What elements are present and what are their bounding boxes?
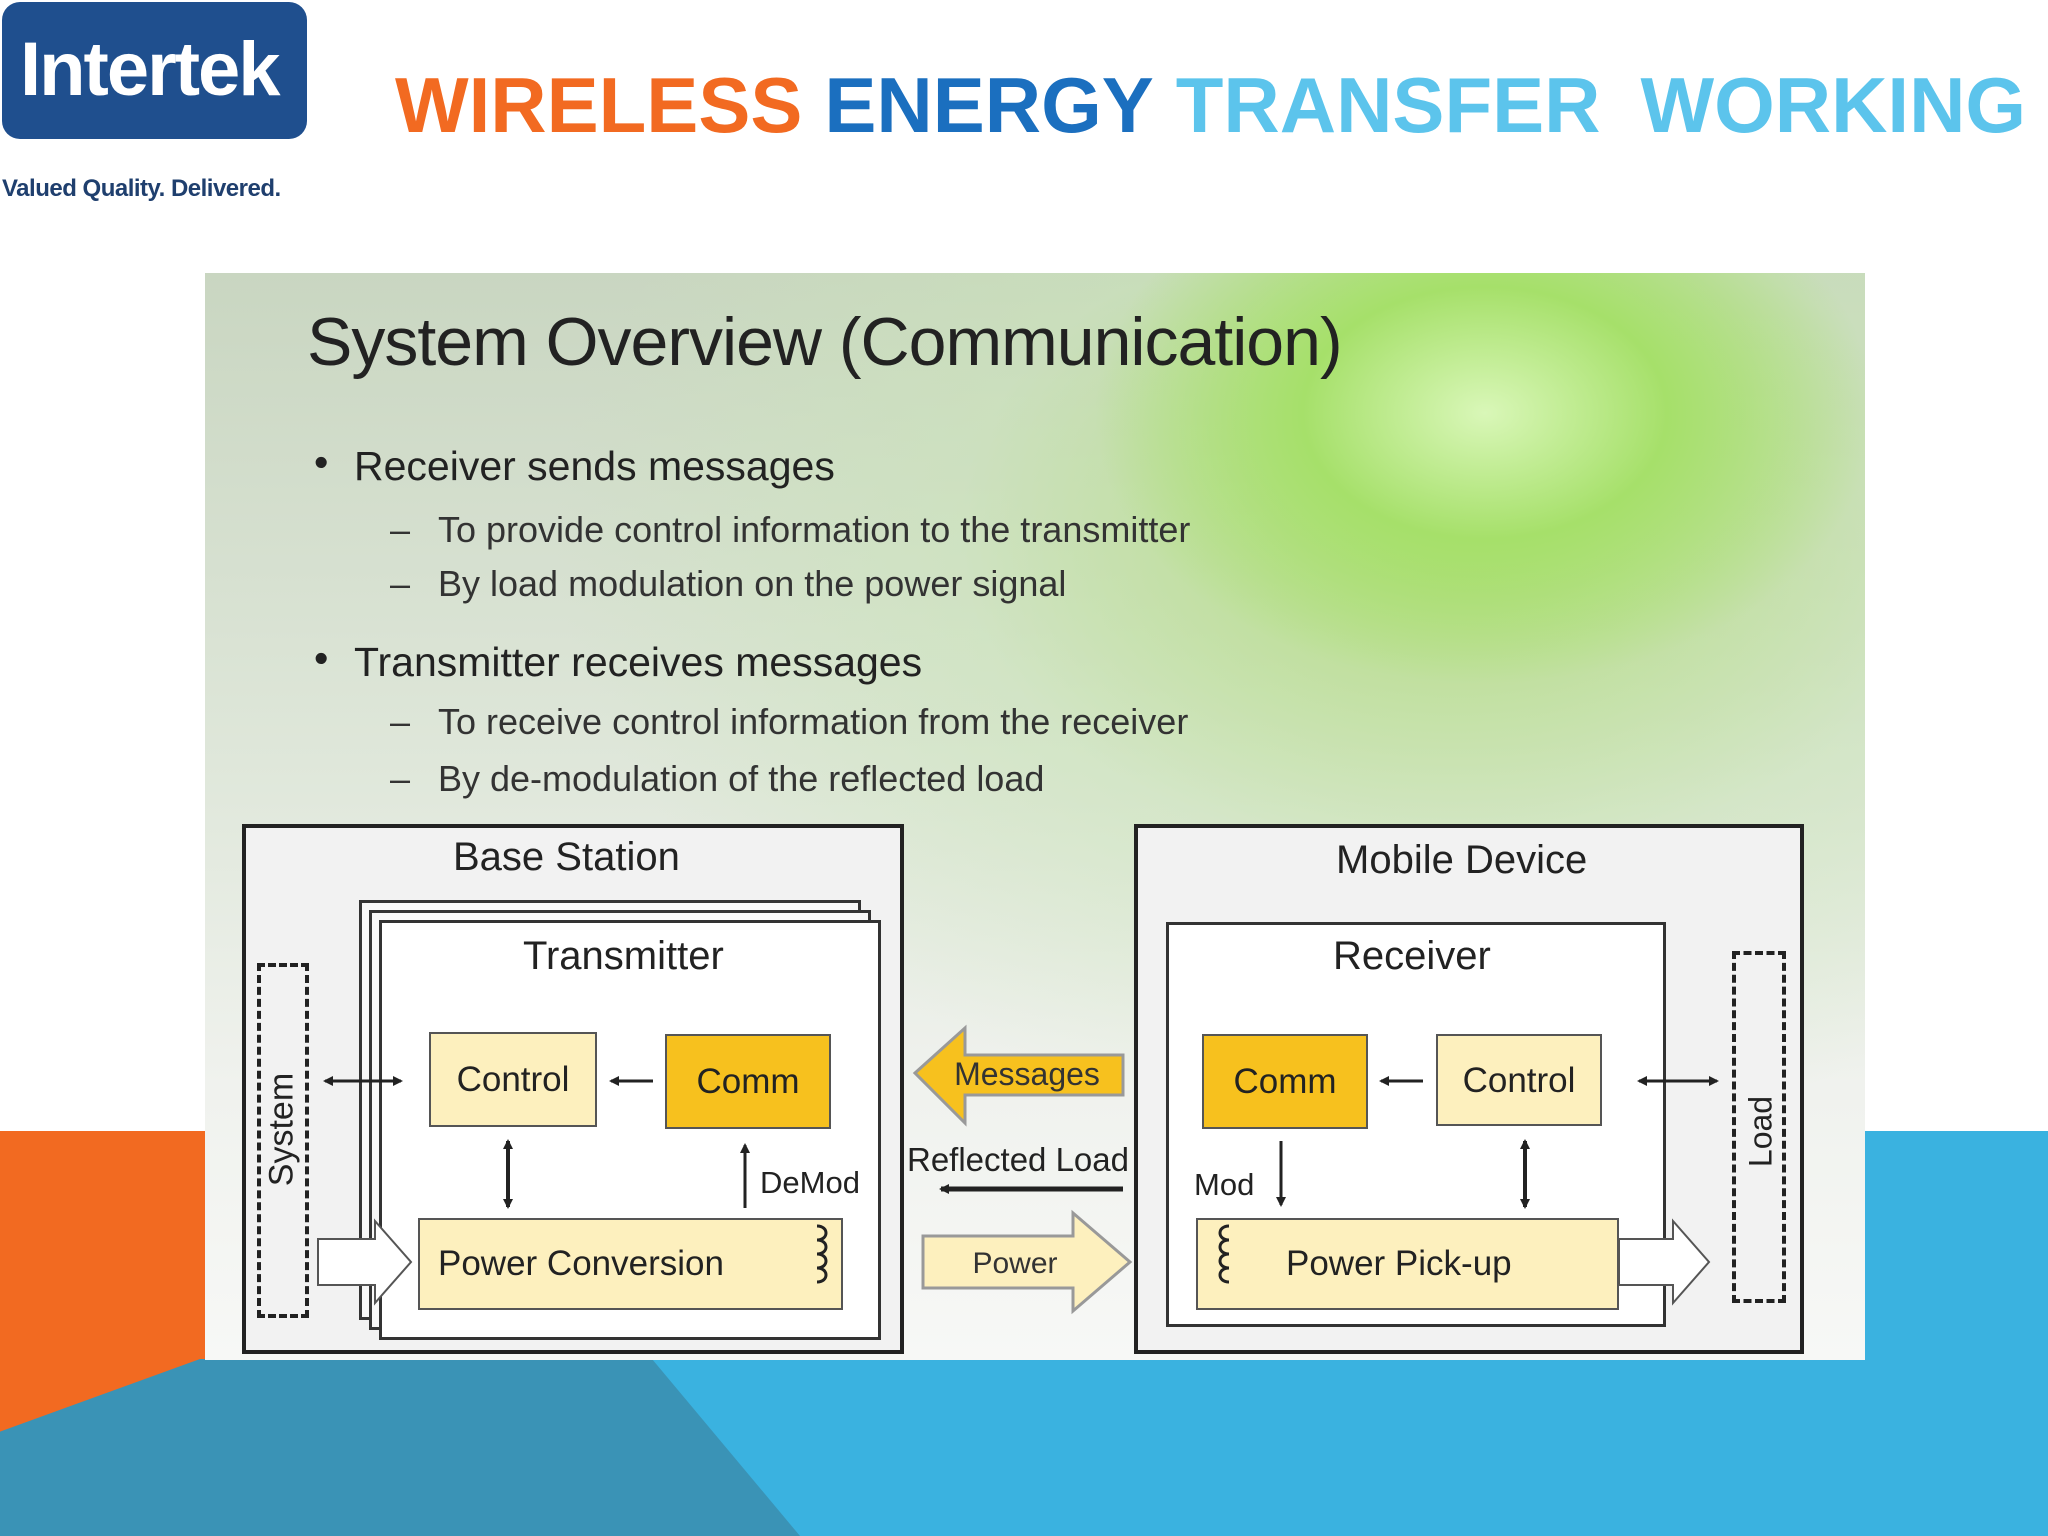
bullet-transmitter: • Transmitter receives messages xyxy=(314,635,923,686)
receiver-label: Receiver xyxy=(1333,934,1491,978)
intertek-logo: Intertek xyxy=(2,2,307,139)
power-out-load-arrow xyxy=(1618,1218,1711,1306)
transmitter-label: Transmitter xyxy=(523,934,724,978)
tx-comm-block: Comm xyxy=(665,1034,831,1129)
bullet-dot: • xyxy=(314,439,329,485)
system-power-in-arrow xyxy=(317,1218,413,1306)
sub-bullet: – By de-modulation of the reflected load xyxy=(390,758,1045,799)
power-pickup-block: Power Pick-up xyxy=(1196,1218,1619,1310)
system-box xyxy=(257,963,309,1318)
rx-coil-icon xyxy=(1218,1224,1230,1284)
bullet-text: Receiver sends messages xyxy=(354,443,835,489)
bullet-dot: • xyxy=(314,635,329,681)
tagline: Valued Quality. Delivered. xyxy=(2,175,281,202)
rx-control-block: Control xyxy=(1436,1034,1602,1126)
sub-bullet: – To receive control information from th… xyxy=(390,701,1189,742)
tx-comm-label: Comm xyxy=(696,1062,800,1101)
mod-label: Mod xyxy=(1194,1167,1255,1202)
sub-bullet-text: By load modulation on the power signal xyxy=(438,563,1067,604)
title-word-working: WORKING xyxy=(1640,61,2027,149)
power-arrow xyxy=(921,1209,1133,1315)
rx-comm-block: Comm xyxy=(1202,1034,1368,1129)
steel-blue-trapezoid xyxy=(0,1359,800,1536)
demod-label: DeMod xyxy=(760,1165,860,1200)
title-word-wireless: WIRELESS xyxy=(395,61,803,149)
power-label: Power xyxy=(972,1247,1057,1280)
load-box xyxy=(1732,951,1786,1303)
reflected-load-label: Reflected Load xyxy=(907,1141,1129,1178)
slide-image: System Overview (Communication) • Receiv… xyxy=(205,273,1865,1360)
logo-text: Intertek xyxy=(20,27,281,112)
slide-title: System Overview (Communication) xyxy=(307,304,1343,380)
messages-arrow xyxy=(912,1024,1125,1127)
title-word-transfer: TRANSFER xyxy=(1175,61,1601,149)
messages-label: Messages xyxy=(954,1056,1100,1092)
bullet-text: Transmitter receives messages xyxy=(354,639,923,685)
tx-control-label: Control xyxy=(456,1060,570,1099)
bullet-receiver: • Receiver sends messages xyxy=(314,439,835,490)
mobile-device-label: Mobile Device xyxy=(1336,838,1588,882)
power-conversion-label: Power Conversion xyxy=(438,1244,724,1283)
base-station-label: Base Station xyxy=(453,835,680,879)
sub-bullet: – By load modulation on the power signal xyxy=(390,563,1067,604)
power-pickup-label: Power Pick-up xyxy=(1286,1244,1512,1283)
tx-control-block: Control xyxy=(429,1032,597,1127)
title-word-energy: ENERGY xyxy=(824,61,1154,149)
rx-comm-label: Comm xyxy=(1233,1062,1337,1101)
power-conversion-block: Power Conversion xyxy=(418,1218,843,1310)
tx-coil-icon xyxy=(816,1224,828,1284)
rx-control-label: Control xyxy=(1462,1061,1576,1100)
sub-bullet-text: By de-modulation of the reflected load xyxy=(438,758,1045,799)
sub-bullet-text: To receive control information from the … xyxy=(438,701,1189,742)
sub-bullet: – To provide control information to the … xyxy=(390,509,1191,550)
sub-bullet-text: To provide control information to the tr… xyxy=(438,509,1191,550)
diagram-arrows: Messages Power xyxy=(317,1024,1719,1315)
